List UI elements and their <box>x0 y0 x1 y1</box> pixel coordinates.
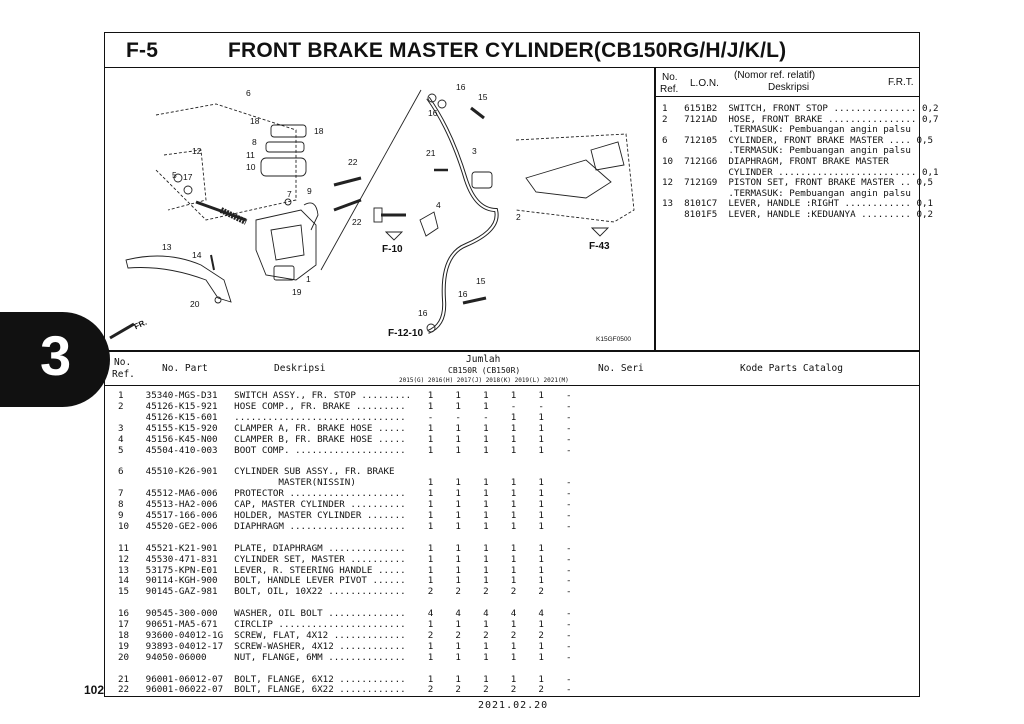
table-row: 15 90145-GAZ-981 BOLT, OIL, 10X22 ......… <box>118 586 572 598</box>
table-row: 19 93893-04012-17 SCREW-WASHER, 4X12 ...… <box>118 640 572 652</box>
table-row: 5 45504-410-003 BOOT COMP. .............… <box>118 444 572 456</box>
page-frame <box>104 32 920 697</box>
callout-13: 13 <box>162 242 172 252</box>
table-row: 1 35340-MGS-D31 SWITCH ASSY., FR. STOP .… <box>118 390 572 401</box>
callout-10: 10 <box>246 162 256 172</box>
callout-11: 11 <box>246 150 255 160</box>
callout-17: 17 <box>183 172 193 182</box>
table-row: 20 94050-06000 NUT, FLANGE, 6MM ........… <box>118 651 572 663</box>
callout-5: 5 <box>172 170 177 180</box>
page-number: 102 <box>84 683 105 697</box>
table-row: 6 45510-K26-901 CYLINDER SUB ASSY., FR. … <box>118 466 395 478</box>
exploded-diagram: 6 18 18 8 11 10 12 5 17 7 9 22 22 13 14 … <box>109 82 635 340</box>
ref-row: 8101F5 LEVER, HANDLE :KEDUANYA .........… <box>662 208 934 220</box>
table-row: MASTER(NISSIN) 1 1 1 1 1 - <box>118 477 572 489</box>
parts-header-jumlah: Jumlah <box>466 354 501 365</box>
table-row: 12 45530-471-831 CYLINDER SET, MASTER ..… <box>118 553 572 565</box>
table-header-divider <box>104 385 920 386</box>
callout-12: 12 <box>192 146 202 156</box>
callout-22a: 22 <box>348 157 358 167</box>
callout-16c: 16 <box>458 289 468 299</box>
callout-22b: 22 <box>352 217 362 227</box>
callout-16a: 16 <box>456 82 466 92</box>
ref-row: 1 6151B2 SWITCH, FRONT STOP ............… <box>662 103 939 114</box>
ref-row: .TERMASUK: Pembuangan angin palsu <box>662 187 911 199</box>
callout-14: 14 <box>192 250 202 260</box>
callout-16d: 16 <box>418 308 428 318</box>
callout-15b: 15 <box>476 276 486 286</box>
ref-header-lon: L.O.N. <box>690 78 719 89</box>
callout-16b: 16 <box>428 108 438 118</box>
section-tab-number: 3 <box>40 324 72 387</box>
ref-header-desc: Deskripsi <box>768 82 810 93</box>
table-row: 13 53175-KPN-E01 LEVER, R. STEERING HAND… <box>118 564 572 576</box>
parts-header-part: No. Part <box>162 363 208 374</box>
callout-19: 19 <box>292 287 302 297</box>
table-row: 11 45521-K21-901 PLATE, DIAPHRAGM ......… <box>118 542 572 554</box>
ref-header-ref: Ref. <box>660 84 679 95</box>
print-date: 2021.02.20 <box>478 700 549 711</box>
table-row: 16 90545-300-000 WASHER, OIL BOLT ......… <box>118 608 572 620</box>
table-row: 4 45156-K45-N00 CLAMPER B, FR. BRAKE HOS… <box>118 433 572 445</box>
table-row: 2 45126-K15-921 HOSE COMP., FR. BRAKE ..… <box>118 400 572 412</box>
callout-15a: 15 <box>478 92 488 102</box>
divider-vertical <box>654 68 656 351</box>
ref-row: .TERMASUK: Pembuangan angin palsu <box>662 145 911 157</box>
ref-header-relatif: (Nomor ref. relatif) <box>734 70 816 81</box>
parts-header-ref: Ref. <box>112 369 135 380</box>
callout-4: 4 <box>436 200 441 210</box>
table-row: 7 45512-MA6-006 PROTECTOR ..............… <box>118 488 572 500</box>
table-row: 45126-K15-601 ..........................… <box>118 411 572 423</box>
parts-header-model: CB150R (CB150R) <box>448 366 521 375</box>
ref-header-no: No. <box>662 72 678 83</box>
parts-table-rows: 1 35340-MGS-D31 SWITCH ASSY., FR. STOP .… <box>118 390 572 696</box>
table-row: 9 45517-166-006 HOLDER, MASTER CYLINDER … <box>118 509 572 521</box>
callout-6: 6 <box>246 88 251 98</box>
title-row <box>104 32 920 68</box>
ref-header-divider <box>655 96 920 97</box>
ref-f12: F-12-10 <box>388 328 424 339</box>
callout-3: 3 <box>472 146 477 156</box>
table-row: 18 93600-04012-1G SCREW, FLAT, 4X12 ....… <box>118 629 572 641</box>
ref-row: 13 8101C7 LEVER, HANDLE :RIGHT .........… <box>662 198 934 210</box>
parts-header-seri: No. Seri <box>598 363 644 374</box>
section-tab <box>0 312 110 407</box>
ref-row: 12 7121G9 PISTON SET, FRONT BRAKE MASTER… <box>662 177 934 189</box>
callout-9: 9 <box>307 186 312 196</box>
table-row: 21 96001-06012-07 BOLT, FLANGE, 6X12 ...… <box>118 673 572 685</box>
callout-18a: 18 <box>250 116 260 126</box>
section-code: F-5 <box>126 39 159 62</box>
ref-row: 2 7121AD HOSE, FRONT BRAKE .............… <box>662 113 939 125</box>
parts-header-years: 2015(G) 2016(H) 2017(J) 2018(K) 2019(L) … <box>399 377 569 384</box>
callout-8: 8 <box>252 137 257 147</box>
table-row: 22 96001-06022-07 BOLT, FLANGE, 6X22 ...… <box>118 684 572 696</box>
page-title: FRONT BRAKE MASTER CYLINDER(CB150RG/H/J/… <box>228 39 787 62</box>
ref-row: .TERMASUK: Pembuangan angin palsu <box>662 124 911 136</box>
ref-table-rows: 1 6151B2 SWITCH, FRONT STOP ............… <box>662 103 939 221</box>
callout-21: 21 <box>426 148 436 158</box>
divider-horizontal <box>104 350 920 352</box>
table-row: 3 45155-K15-920 CLAMPER A, FR. BRAKE HOS… <box>118 422 572 434</box>
table-row <box>118 664 572 675</box>
callout-1: 1 <box>306 274 311 284</box>
diagram-code: K15GF0500 <box>596 336 632 343</box>
callout-20: 20 <box>190 299 200 309</box>
table-row: 14 90114-KGH-900 BOLT, HANDLE LEVER PIVO… <box>118 575 572 587</box>
callout-2: 2 <box>516 212 521 222</box>
ref-row: 6 712105 CYLINDER, FRONT BRAKE MASTER ..… <box>662 134 934 146</box>
table-row: 8 45513-HA2-006 CAP, MASTER CYLINDER ...… <box>118 499 572 511</box>
callout-7: 7 <box>287 189 292 199</box>
table-row: 17 90651-MA5-671 CIRCLIP ...............… <box>118 619 572 631</box>
parts-header-desc: Deskripsi <box>274 363 326 374</box>
parts-header-catalog: Kode Parts Catalog <box>740 363 843 374</box>
table-row: 10 45520-GE2-006 DIAPHRAGM .............… <box>118 520 572 532</box>
parts-header-no: No. <box>114 357 132 368</box>
ref-row: CYLINDER ......................... 0,1 <box>662 166 939 178</box>
ref-f10: F-10 <box>382 244 403 255</box>
callout-18b: 18 <box>314 126 324 136</box>
ref-f43: F-43 <box>589 241 610 252</box>
ref-header-frt: F.R.T. <box>888 77 914 88</box>
ref-row: 10 7121G6 DIAPHRAGM, FRONT BRAKE MASTER <box>662 155 889 167</box>
